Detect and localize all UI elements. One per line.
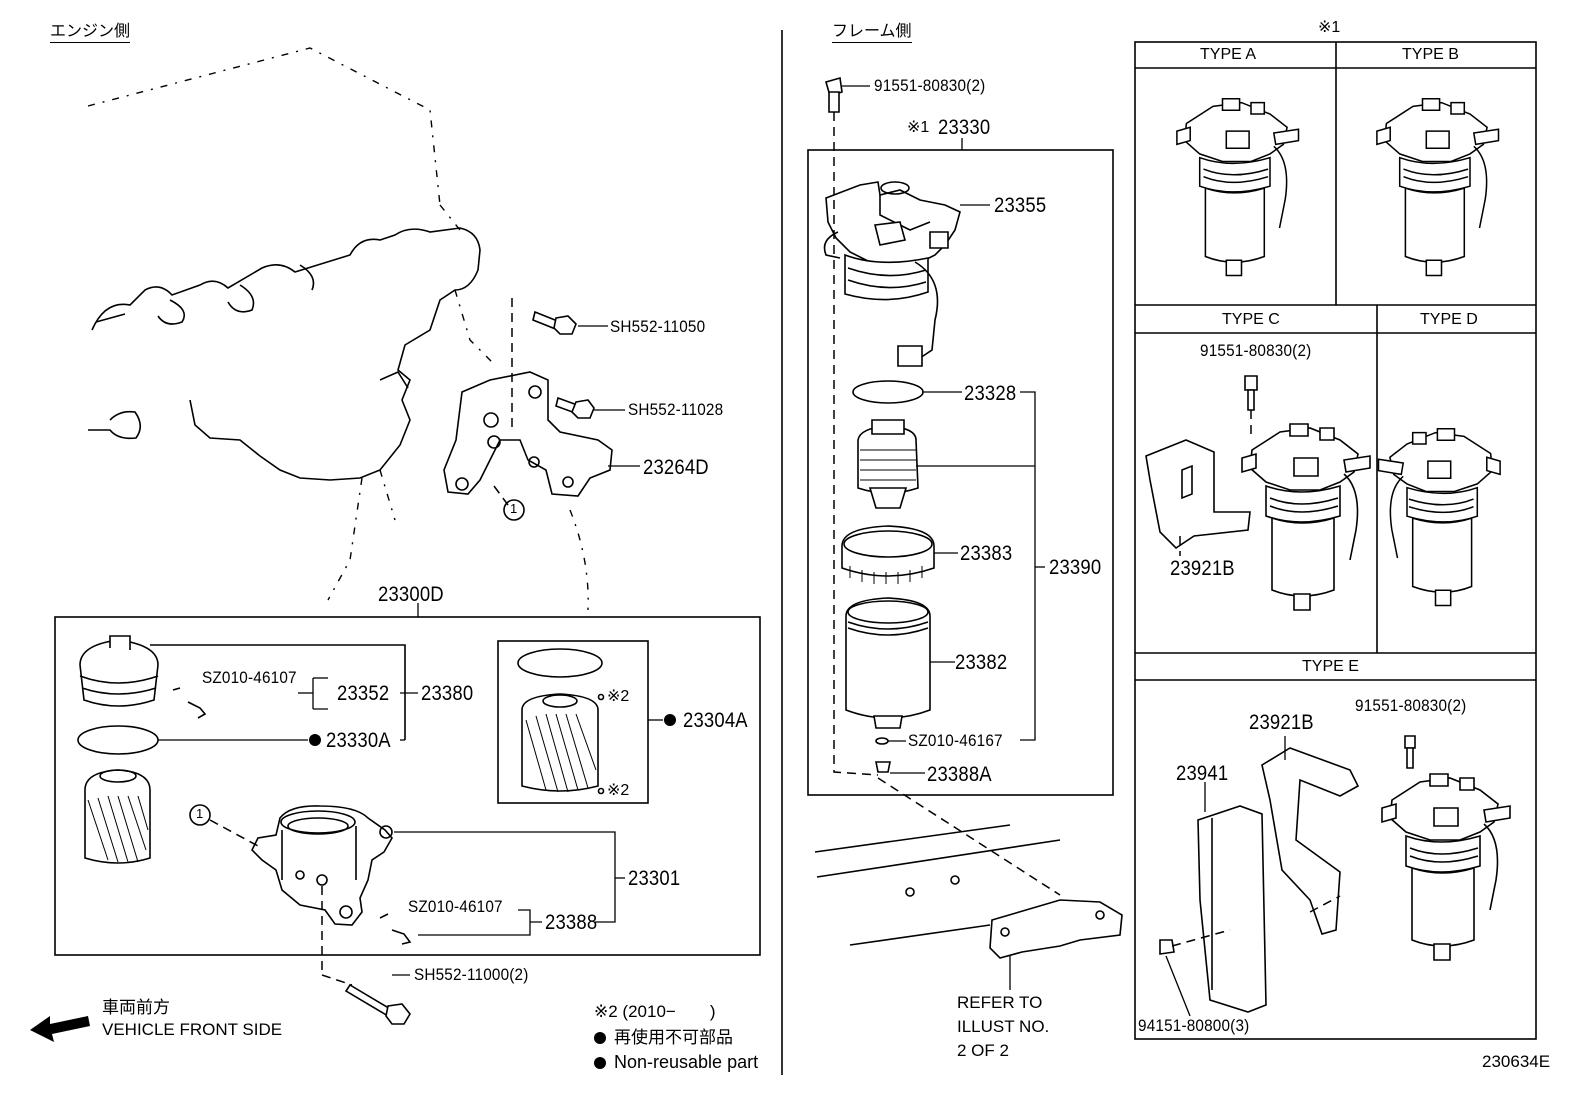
type-b-filter-drawing [1376,98,1500,277]
legend-nonreusable-jp: 再使用不可部品 [614,1028,733,1047]
figure-id: 230634E [1482,1052,1551,1071]
part-sh552-11028[interactable]: SH552-11028 [628,400,724,419]
type-a-title: TYPE A [1200,46,1257,63]
element-23390-drawing [857,419,919,509]
bolt-sh552-11028-drawing [555,396,625,419]
callout-1-top-label: 1 [510,501,518,516]
kit-box-23304a [497,640,649,804]
engine-side-header: エンジン側 [50,24,131,43]
part-91551-80830-top[interactable]: 91551-80830(2) [874,76,986,95]
element-drawing [84,769,151,864]
bullet-dot-icon-2 [594,1057,606,1069]
housing-23301-drawing [251,805,393,926]
part-sh552-11000[interactable]: SH552-11000(2) [414,965,529,984]
part-91551-80830-c[interactable]: 91551-80830(2) [1200,341,1312,360]
callout-1-bottom-label: 1 [196,806,204,821]
frame-side-header: フレーム側 [832,24,912,43]
callout-circle-1-top [503,499,525,521]
part-23390[interactable]: 23390 [1049,556,1102,579]
type-e-filter-drawing [1381,773,1511,961]
part-23388a[interactable]: 23388A [927,763,992,786]
part-23383[interactable]: 23383 [960,542,1013,565]
type-d-title: TYPE D [1420,311,1478,328]
bullet-dot-icon [594,1032,606,1044]
part-23328[interactable]: 23328 [964,382,1017,405]
legend-nonreusable-en: Non-reusable part [614,1052,759,1072]
type-c-filter-drawing [1241,423,1371,611]
vehicle-front-jp: 車両前方 [102,998,170,1017]
refer-line-3: 2 OF 2 [957,1041,1009,1060]
bolt-sh552-11050-drawing [532,310,608,335]
bowl-23382-drawing [845,597,931,729]
part-23352[interactable]: 23352 [337,682,390,705]
nonreusable-dot-23330a [309,734,321,746]
arrow-left-icon [30,1016,90,1042]
note1-mark: ※1 [1318,19,1341,36]
type-a-filter-drawing [1176,98,1300,277]
engine-outline [87,47,589,611]
vehicle-front-en: VEHICLE FRONT SIDE [102,1020,283,1039]
part-23300d[interactable]: 23300D [378,583,444,606]
part-sz010-46107-b[interactable]: SZ010-46107 [408,897,503,916]
bracket-23264d-drawing [443,298,613,506]
ring-nut-23383-drawing [841,525,935,584]
part-23941[interactable]: 23941 [1176,762,1229,785]
part-sz010-46167[interactable]: SZ010-46167 [908,731,1003,750]
part-23355[interactable]: 23355 [994,194,1047,217]
bolt-91551-top-drawing [825,76,870,113]
type-e-title: TYPE E [1302,658,1359,675]
o-ring-23328-drawing [852,380,924,404]
type-b-title: TYPE B [1402,46,1459,63]
refer-line-2: ILLUST NO. [957,1017,1050,1036]
assembly-box-23300d [54,616,761,956]
part-23382[interactable]: 23382 [955,651,1008,674]
legend-note2: ※2 (2010− ) [594,1002,716,1021]
part-23304a[interactable]: 23304A [683,709,748,732]
part-sh552-11050[interactable]: SH552-11050 [610,317,706,336]
frame-rail-drawing [814,824,1123,990]
callout-circle-1-bottom [189,804,211,826]
bolt-sh552-11000-drawing [344,983,411,1025]
nonreusable-dot-23304a [664,714,676,726]
type-c-title: TYPE C [1222,311,1280,328]
part-23330a[interactable]: 23330A [326,729,391,752]
part-23388[interactable]: 23388 [545,911,598,934]
note2-mark-a: ※2 [607,688,630,705]
part-23264d[interactable]: 23264D [643,456,709,479]
assembly-box-23330 [807,149,1114,796]
refer-line-1: REFER TO [957,993,1043,1012]
note2-mark-b: ※2 [607,782,630,799]
type-d-filter-drawing [1377,428,1501,607]
part-94151-80800[interactable]: 94151-80800(3) [1138,1016,1250,1035]
part-sz010-46107-a[interactable]: SZ010-46107 [202,668,297,687]
part-23380[interactable]: 23380 [421,682,474,705]
part-23921b-c[interactable]: 23921B [1170,557,1235,580]
part-23330-mark: ※1 [907,119,930,136]
part-23330[interactable]: 23330 [938,116,991,139]
filter-head-23355-drawing [823,181,961,367]
part-23301[interactable]: 23301 [628,867,681,890]
o-ring-23330a-drawing [77,725,159,755]
part-91551-80830-e[interactable]: 91551-80830(2) [1355,696,1467,715]
part-23921b-e[interactable]: 23921B [1249,711,1314,734]
cap-23352-drawing [79,635,159,707]
